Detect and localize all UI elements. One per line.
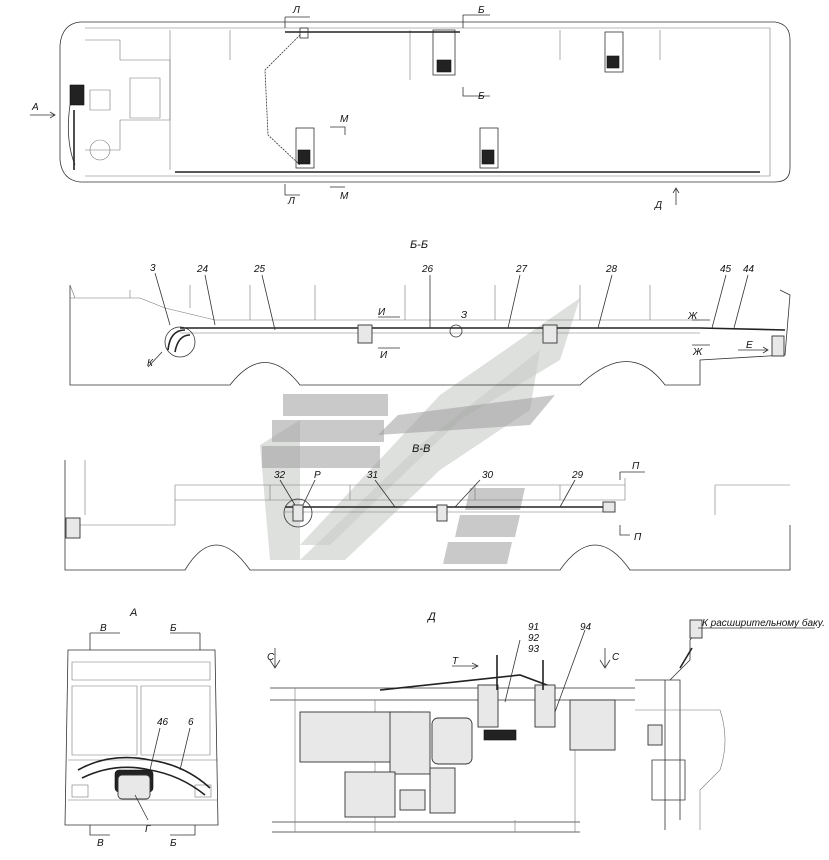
section-p-top-marker: П — [632, 461, 640, 472]
section-s-left-marker: С — [267, 652, 275, 663]
position-45-label: 45 — [720, 264, 732, 275]
section-m-top-marker: М — [340, 114, 349, 125]
section-b-bottom-marker-a: Б — [170, 838, 177, 849]
section-zh-top-marker: Ж — [687, 311, 698, 322]
position-31-label: 31 — [367, 470, 378, 481]
section-b-top-marker-a: Б — [170, 623, 177, 634]
section-b-bottom-marker: Б — [478, 91, 485, 102]
position-91-label: 91 — [528, 622, 539, 633]
section-b-top-marker: Б — [478, 5, 485, 16]
view-a-marker: А — [31, 102, 39, 113]
node-z-label: З — [461, 310, 467, 321]
view-d-detail: Д С С Т 91 92 93 94 К расширител — [267, 611, 825, 833]
node-r-label: Р — [314, 470, 321, 481]
expansion-tank-note: К расширительному баку. — [702, 617, 825, 629]
position-28-label: 28 — [605, 264, 618, 275]
section-vv-title: В-В — [412, 443, 430, 455]
section-bb-title: Б-Б — [410, 239, 428, 251]
section-v-bottom-marker: В — [97, 838, 104, 849]
top-plan-view: А Л Л Б Б М М Д — [30, 5, 791, 211]
section-l-top-marker: Л — [292, 5, 300, 16]
section-m-bottom-marker: М — [340, 191, 349, 202]
position-26-label: 26 — [421, 264, 434, 275]
section-i-top-marker: И — [378, 307, 386, 318]
section-g-marker: Г — [145, 824, 152, 835]
section-bb-view: Б-Б 3 24 25 26 27 28 45 44 К З И И Ж Ж Е — [69, 239, 791, 386]
node-k-label: К — [147, 358, 154, 369]
section-v-top-marker: В — [100, 623, 107, 634]
view-e-marker: Е — [746, 340, 753, 351]
section-vv-view: В-В 32 Р 31 30 29 П П — [64, 443, 791, 571]
view-a-title: А — [129, 607, 137, 619]
view-a-front: А В В Б Б 46 6 Г — [64, 607, 219, 849]
position-94-label: 94 — [580, 622, 592, 633]
watermark-logo — [260, 298, 580, 564]
section-s-right-marker: С — [612, 652, 620, 663]
position-24-label: 24 — [196, 264, 209, 275]
position-30-label: 30 — [482, 470, 494, 481]
position-3-label: 3 — [150, 263, 156, 274]
position-32-label: 32 — [274, 470, 286, 481]
position-46-label: 46 — [157, 717, 169, 728]
section-t-marker: Т — [452, 656, 459, 667]
section-zh-bottom-marker: Ж — [692, 347, 703, 358]
section-l-bottom-marker: Л — [287, 196, 295, 207]
position-6-label: 6 — [188, 717, 194, 728]
position-29-label: 29 — [571, 470, 584, 481]
view-d-marker: Д — [654, 200, 662, 211]
view-d-title: Д — [426, 611, 436, 623]
section-i-bottom-marker: И — [380, 350, 388, 361]
position-27-label: 27 — [515, 264, 528, 275]
position-25-label: 25 — [253, 264, 266, 275]
position-44-label: 44 — [743, 264, 755, 275]
section-p-bottom-marker: П — [634, 532, 642, 543]
position-92-label: 92 — [528, 633, 540, 644]
position-93-label: 93 — [528, 644, 540, 655]
